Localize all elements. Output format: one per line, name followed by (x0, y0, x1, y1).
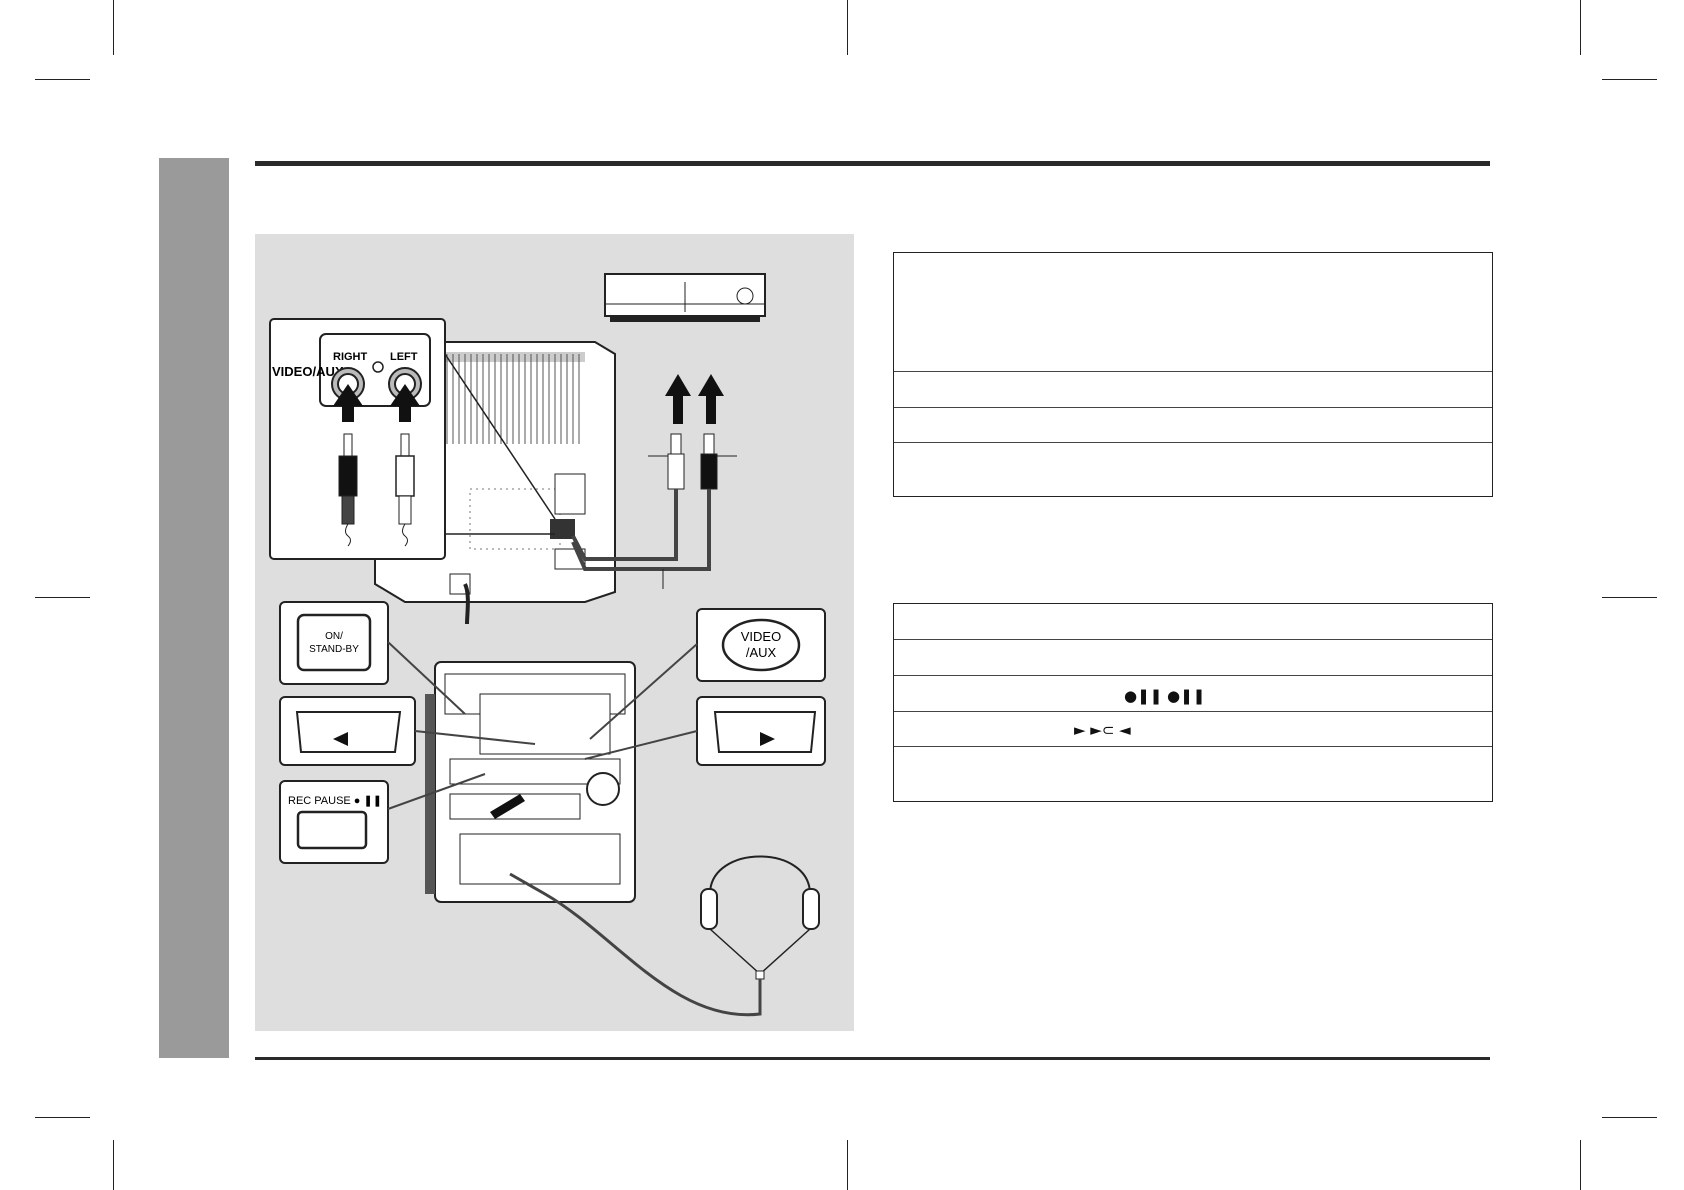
right-jack-label: RIGHT (333, 351, 368, 363)
crop-mark (1602, 1117, 1657, 1118)
crop-mark (1580, 1140, 1581, 1190)
forward-play-icon (760, 732, 775, 746)
table-row (894, 639, 1492, 640)
table-row (894, 442, 1492, 443)
record-table: ●❚❚ ●❚❚ ► ►⊂ ◄ (893, 603, 1493, 802)
rec-pause-symbols: ●❚❚ ●❚❚ (1124, 687, 1206, 705)
crop-mark (113, 1140, 114, 1190)
table-row (894, 407, 1492, 408)
jack-inset: VIDEO/AUX RIGHT LEFT (269, 318, 556, 560)
connection-figure: VIDEO/AUX RIGHT LEFT (255, 234, 854, 1031)
on-standby-button: ON/ STAND-BY (279, 601, 466, 715)
rca-cable-icon (571, 433, 737, 589)
crop-mark (35, 597, 90, 598)
header-rule (255, 161, 1490, 166)
table-row: ► ►⊂ ◄ (894, 711, 1492, 738)
crop-mark (1602, 79, 1657, 80)
left-jack-label: LEFT (390, 351, 418, 363)
video-aux-jack-label: VIDEO/AUX (272, 364, 344, 379)
plug-red-icon (338, 433, 358, 547)
crop-mark (1580, 0, 1581, 55)
up-arrow-icon (698, 374, 724, 424)
info-table-1 (893, 252, 1493, 497)
table-row (894, 746, 1492, 747)
crop-mark (35, 1117, 90, 1118)
on-standby-label-2: STAND-BY (309, 644, 359, 655)
crop-mark (113, 0, 114, 55)
headphones-icon (509, 855, 820, 1017)
crop-mark (1602, 597, 1657, 598)
rec-pause-button: REC PAUSE ● ❚❚ (279, 773, 486, 864)
forward-play-button (584, 696, 826, 766)
stereo-system-icon (425, 661, 636, 903)
section-side-tab (159, 158, 229, 1058)
vcr-icon (604, 273, 766, 322)
plug-white-icon (395, 433, 415, 547)
rec-pause-label: REC PAUSE ● ❚❚ (288, 795, 382, 807)
video-aux-button-label-1: VIDEO (741, 629, 781, 644)
crop-mark (35, 79, 90, 80)
video-aux-button-label-2: /AUX (746, 645, 777, 660)
footer-rule (255, 1057, 1490, 1060)
up-arrow-icon (665, 374, 691, 424)
video-aux-button: VIDEO /AUX (589, 608, 826, 740)
play-direction-symbols: ► ►⊂ ◄ (1074, 721, 1131, 739)
table-row: ●❚❚ ●❚❚ (894, 675, 1492, 704)
reverse-play-icon (333, 732, 348, 746)
reverse-play-button (279, 696, 536, 766)
on-standby-label-1: ON/ (325, 631, 343, 642)
crop-mark (847, 0, 848, 55)
table-row (894, 371, 1492, 372)
crop-mark (847, 1140, 848, 1190)
